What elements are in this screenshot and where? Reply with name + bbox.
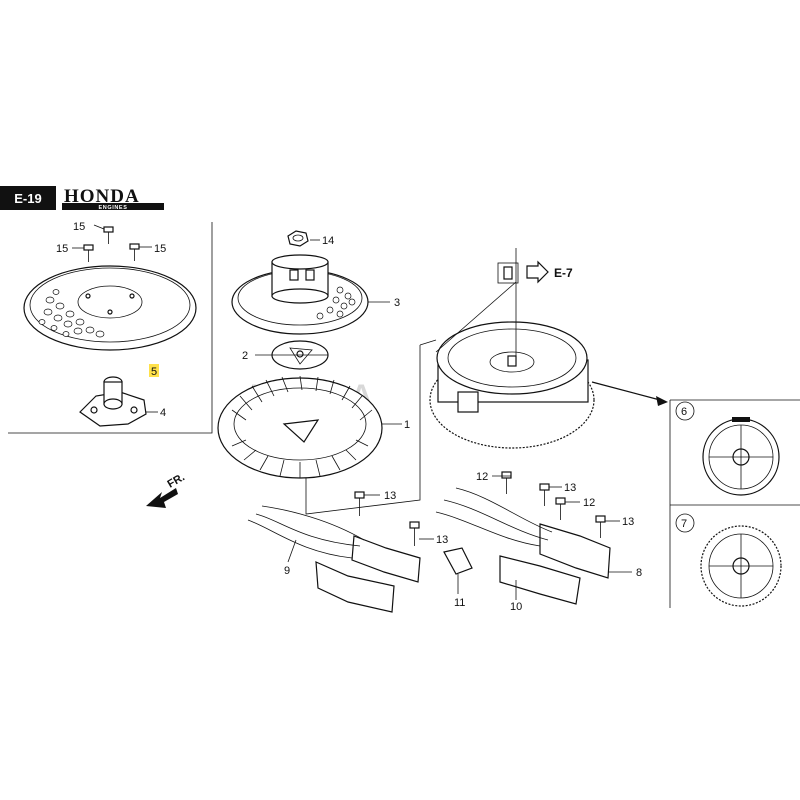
callout-15c: 15	[154, 243, 166, 255]
callout-10: 10	[510, 601, 522, 613]
inset-7-flywheel	[700, 525, 782, 607]
callout-13b: 13	[436, 534, 448, 546]
callout-13a: 13	[384, 490, 396, 502]
part-stator-coil-left	[247, 505, 421, 613]
callout-7: 7	[681, 518, 687, 530]
callouts: 15 15 15 5 4 14 3 2 1 13 13 12 13 12 13 …	[56, 221, 687, 613]
honda-logo: HONDA ENGINES	[62, 186, 164, 211]
fr-label: FR.	[166, 471, 187, 490]
callout-12b: 12	[583, 497, 595, 509]
part-starter-pulley	[79, 376, 147, 427]
section-code: E-19	[14, 191, 41, 206]
callout-8: 8	[636, 567, 642, 579]
inset-panel	[669, 399, 800, 608]
part-clip	[443, 547, 473, 575]
part-cooling-fan	[217, 375, 383, 479]
inset-arrow	[591, 381, 668, 406]
callout-4: 4	[160, 407, 166, 419]
callout-6: 6	[681, 406, 687, 418]
callout-3: 3	[394, 297, 400, 309]
part-bolt-15	[83, 226, 140, 262]
brand-text: HONDA	[64, 186, 140, 207]
callout-15a: 15	[73, 221, 85, 233]
callout-11: 11	[454, 597, 465, 609]
part-stator-coil-right	[435, 487, 611, 605]
callout-15b: 15	[56, 243, 68, 255]
group-bracket	[8, 222, 213, 434]
inset-6-flywheel	[702, 417, 780, 496]
callout-13d: 13	[622, 516, 634, 528]
part-starter-cup	[231, 254, 369, 335]
part-flywheel-cover	[23, 265, 197, 351]
leader-lines	[72, 224, 632, 600]
arrow-icon	[146, 488, 178, 508]
section-badge: E-19	[0, 186, 56, 210]
part-nut	[287, 230, 309, 247]
front-direction: FR.	[146, 471, 187, 508]
callout-12a: 12	[476, 471, 488, 483]
highlight-5	[149, 364, 159, 377]
ref-label: E-7	[554, 266, 573, 280]
callout-2: 2	[242, 350, 248, 362]
part-bolt-12	[501, 471, 566, 520]
callout-9: 9	[284, 565, 290, 577]
callout-5: 5	[151, 366, 157, 378]
callout-13c: 13	[564, 482, 576, 494]
ref-e7: E-7	[497, 260, 573, 284]
callout-1: 1	[404, 419, 410, 431]
part-flywheel	[429, 321, 595, 449]
brand-subtitle: ENGINES	[99, 205, 128, 211]
callout-14: 14	[322, 235, 334, 247]
